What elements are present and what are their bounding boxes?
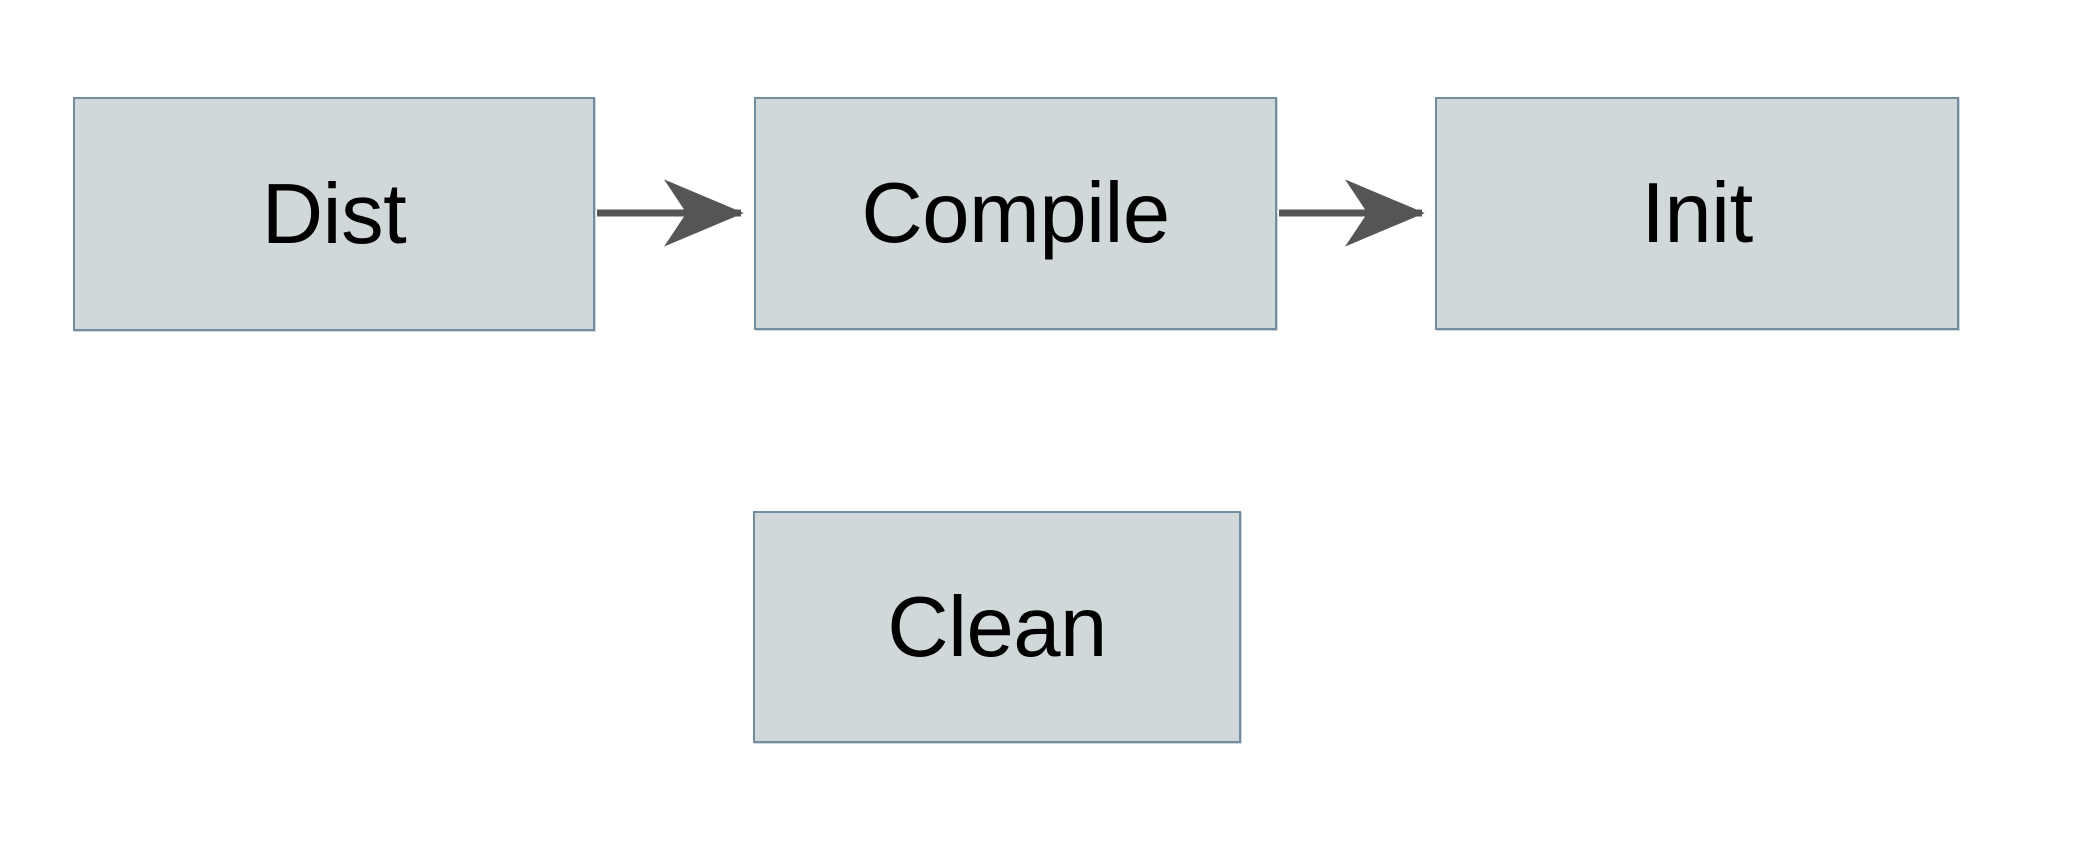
node-init[interactable]: Init bbox=[1435, 97, 1959, 330]
node-dist[interactable]: Dist bbox=[73, 97, 595, 331]
node-clean-label: Clean bbox=[887, 579, 1107, 675]
node-dist-label: Dist bbox=[261, 166, 407, 262]
node-compile-label: Compile bbox=[861, 166, 1170, 261]
node-clean[interactable]: Clean bbox=[753, 511, 1241, 743]
node-init-label: Init bbox=[1641, 166, 1753, 261]
node-compile[interactable]: Compile bbox=[754, 97, 1277, 330]
